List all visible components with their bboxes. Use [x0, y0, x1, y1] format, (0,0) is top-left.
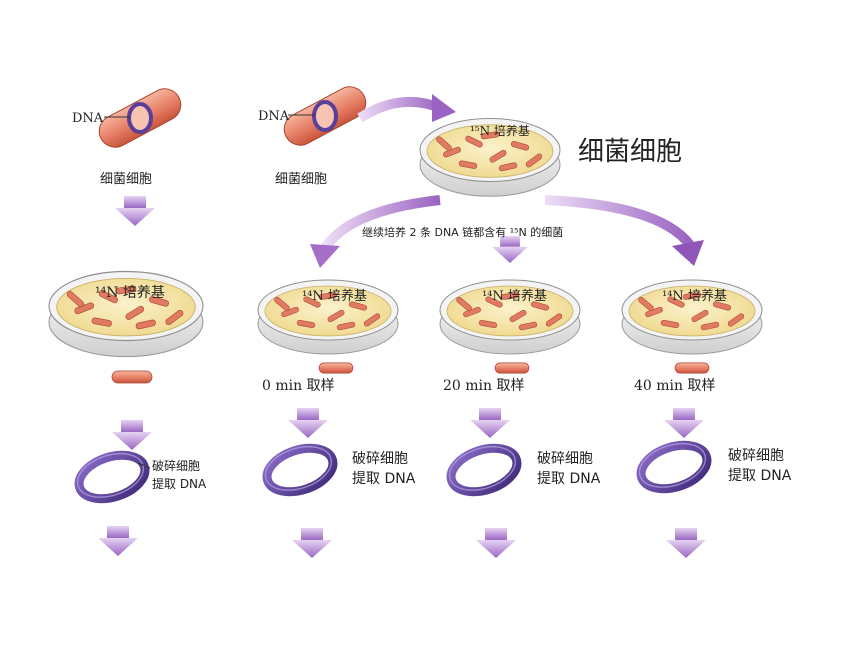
sample-bacterium-left	[111, 370, 153, 384]
bacterium-right	[283, 86, 367, 146]
dna-ring-20	[444, 439, 523, 500]
extract-line1-0: 破碎细胞	[352, 451, 408, 467]
transfer-note: 继续培养 2 条 DNA 链都含有 ¹⁵N 的细菌	[362, 225, 563, 239]
n14-dish-label-40: ¹⁴N 培养基	[662, 288, 727, 304]
extract-line2-40: 提取 DNA	[728, 468, 792, 484]
n14-dish-label-0: ¹⁴N 培养基	[302, 288, 367, 304]
n14-dish-label-left: ¹⁴N 培养基	[95, 284, 165, 301]
sample-bacterium-20	[494, 362, 530, 374]
extract-line1-40: 破碎细胞	[728, 448, 784, 464]
arrow-0-2	[292, 528, 332, 558]
dna-label-right: DNA	[258, 109, 290, 124]
dna-ring-left	[72, 446, 151, 507]
bacterium-left	[98, 88, 182, 148]
extract-pointer	[137, 462, 151, 469]
sample-time-40: 40 min 取样	[634, 378, 715, 394]
extract-line2-left: 提取 DNA	[152, 476, 207, 491]
extract-line1-left: 破碎细胞	[152, 458, 200, 473]
arrow-20-1	[470, 408, 510, 438]
sample-time-0: 0 min 取样	[262, 378, 335, 394]
dna-label-left: DNA	[72, 111, 104, 126]
arrow-0-1	[288, 408, 328, 438]
extract-line2-20: 提取 DNA	[537, 471, 601, 487]
branch-arrow-center	[492, 236, 528, 263]
bacteria-label-left: 细菌细胞	[100, 172, 152, 187]
arrow-left-3	[98, 526, 138, 556]
bacteria-label-right: 细菌细胞	[275, 172, 327, 187]
curve-arrow-head	[432, 94, 456, 122]
extract-line2-0: 提取 DNA	[352, 471, 416, 487]
dna-ring-0	[260, 439, 339, 500]
sample-bacterium-0	[318, 362, 354, 374]
n14-dish-label-20: ¹⁴N 培养基	[482, 288, 547, 304]
branch-arrow-left	[320, 195, 441, 251]
arrow-40-1	[664, 408, 704, 438]
dna-ring-40	[634, 436, 713, 497]
n15-dish-label: ¹⁵N 培养基	[470, 123, 530, 138]
arrow-left-2	[112, 420, 152, 450]
branch-arrow-right	[544, 195, 694, 249]
big-caption: 细菌细胞	[578, 137, 682, 167]
extract-line1-20: 破碎细胞	[537, 451, 593, 467]
branch-arrow-left-head	[310, 244, 340, 268]
arrow-20-2	[476, 528, 516, 558]
sample-time-20: 20 min 取样	[443, 378, 524, 394]
curve-arrow-to-n15	[357, 96, 442, 123]
branch-arrow-right-head	[672, 240, 704, 266]
arrow-left-1	[115, 196, 155, 226]
sample-bacterium-40	[674, 362, 710, 374]
arrow-40-2	[666, 528, 706, 558]
